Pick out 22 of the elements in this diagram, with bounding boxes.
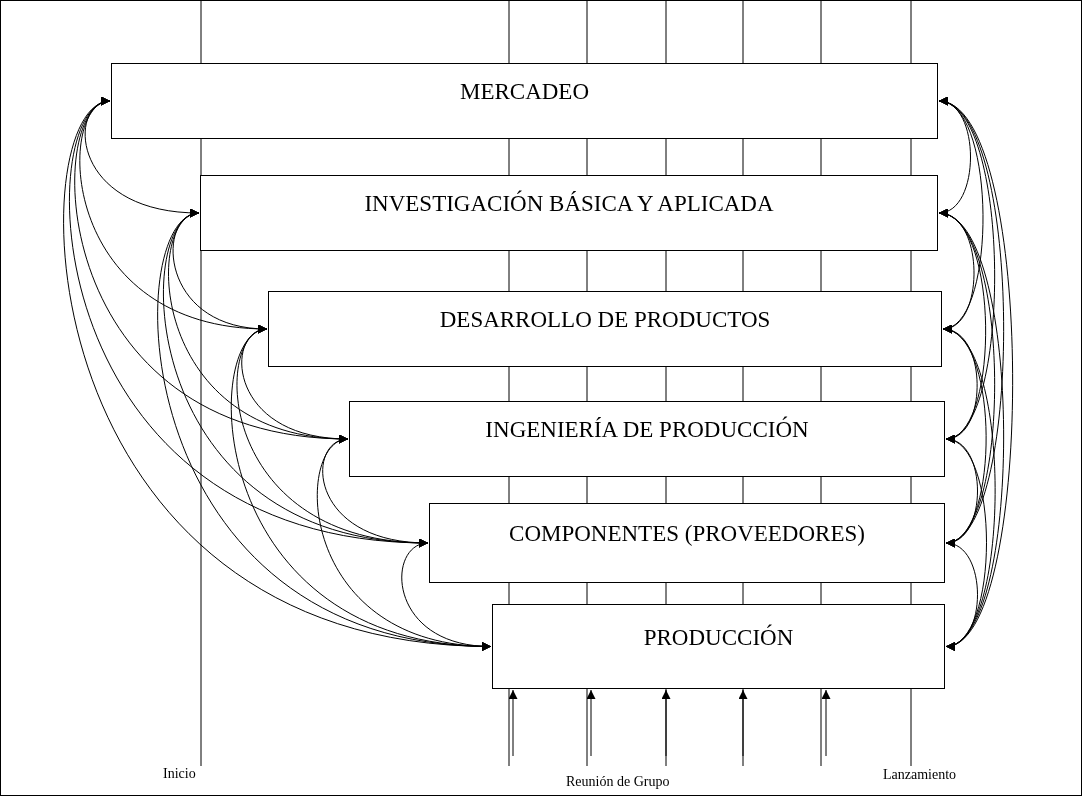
- arrow: [738, 689, 748, 757]
- timeline-label: Inicio: [163, 766, 196, 782]
- box-title: INGENIERÍA DE PRODUCCIÓN: [485, 417, 809, 443]
- process-box: [268, 291, 942, 367]
- box-title: PRODUCCIÓN: [643, 624, 794, 651]
- process-box: [349, 401, 945, 477]
- process-box: [200, 175, 938, 251]
- arrow: [401, 540, 492, 651]
- box-title: COMPONENTES (PROVEEDORES): [509, 521, 865, 547]
- process-box: [111, 63, 938, 139]
- arrow: [586, 689, 596, 757]
- box-title: DESARROLLO DE PRODUCTOS: [439, 307, 771, 333]
- process-box: [492, 604, 945, 689]
- timeline-label: Reunión de Grupo: [566, 774, 670, 790]
- timeline-label: Lanzamiento: [883, 767, 957, 783]
- box-title: INVESTIGACIÓN BÁSICA Y APLICADA: [364, 191, 774, 217]
- arrow: [661, 689, 671, 757]
- arrow: [945, 540, 978, 650]
- box-title: MERCADEO: [459, 79, 590, 105]
- arrow: [821, 689, 831, 757]
- arrow: [508, 689, 518, 757]
- process-box: [429, 503, 945, 583]
